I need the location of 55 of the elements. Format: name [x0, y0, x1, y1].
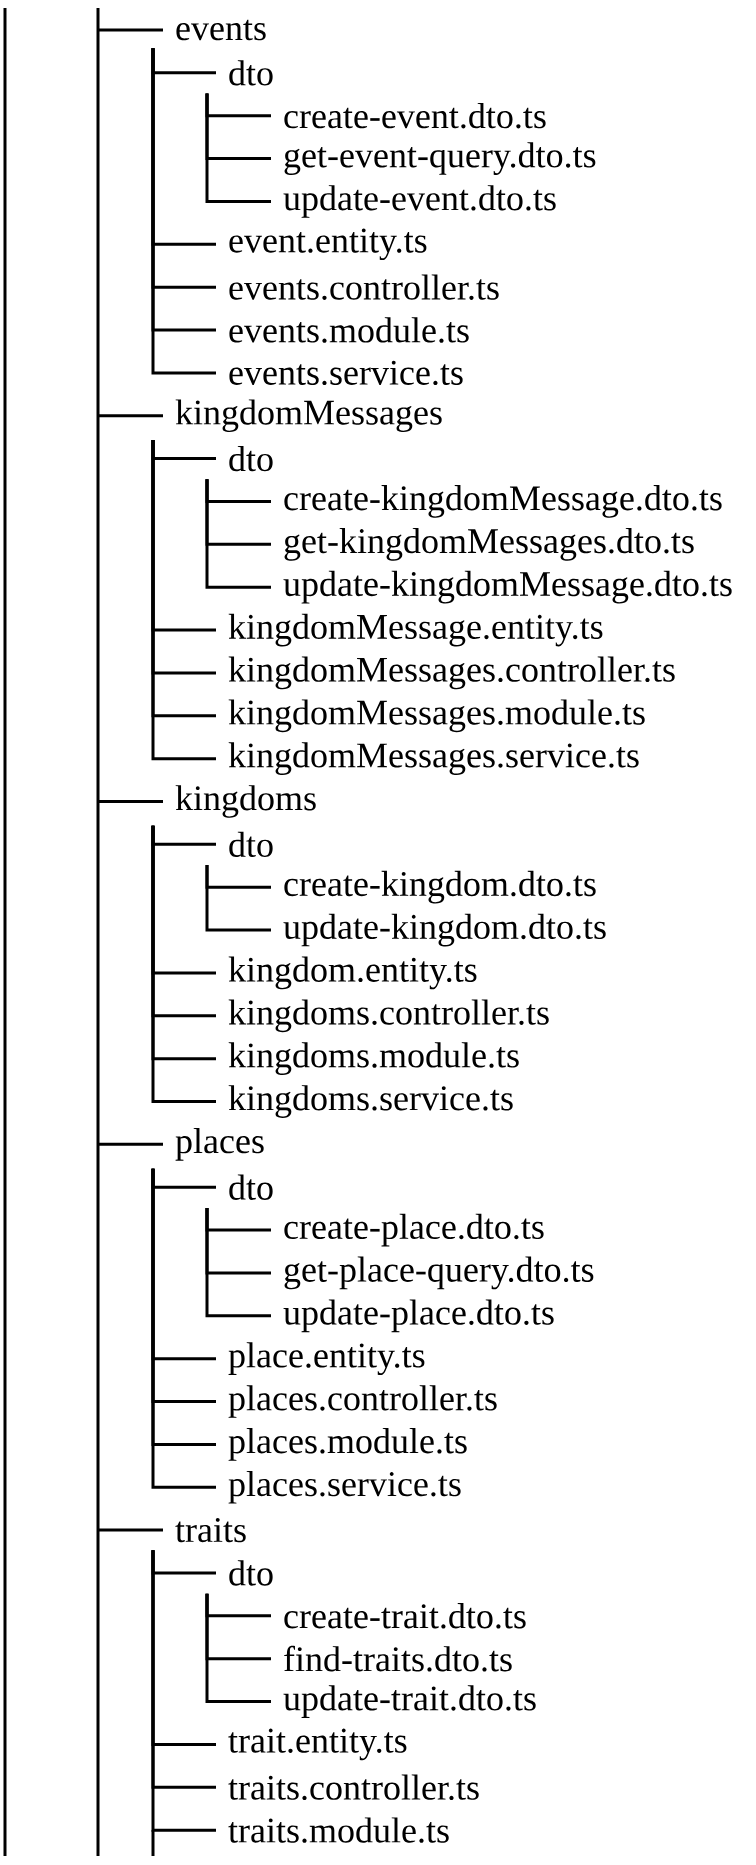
- file-name: kingdoms.module.ts: [228, 1042, 519, 1075]
- file-name: dto: [229, 60, 273, 86]
- file-name: kingdoms.service.ts: [228, 1085, 513, 1118]
- file-name: get-event-query.dto.ts: [284, 142, 596, 175]
- file-name: places: [175, 1128, 264, 1161]
- tree-branch: [205, 1593, 271, 1704]
- file-name: events: [176, 19, 266, 41]
- tree-branch: [205, 1207, 271, 1318]
- file-name: create-kingdom.dto.ts: [284, 870, 596, 904]
- tree-branch: [205, 479, 271, 589]
- tree-branch: [151, 1550, 216, 1832]
- file-name: kingdomMessages.module.ts: [228, 699, 645, 733]
- file-name: create-kingdomMessage.dto.ts: [284, 485, 722, 518]
- file-name: traits.module.ts: [228, 1817, 449, 1843]
- tree-branch: [98, 1528, 163, 1532]
- file-name: places.service.ts: [228, 1470, 461, 1504]
- tree-branch: [98, 800, 163, 803]
- file-name: dto: [229, 445, 273, 472]
- file-name: events.controller.ts: [229, 274, 499, 300]
- file-name: traits: [175, 1518, 246, 1543]
- file-name: find-traits.dto.ts: [284, 1645, 512, 1672]
- file-name: create-place.dto.ts: [284, 1213, 544, 1247]
- file-name: dto: [229, 1174, 273, 1200]
- tree-branch: [98, 28, 163, 32]
- tree-branch: [98, 1142, 163, 1146]
- file-name: places.controller.ts: [228, 1385, 497, 1418]
- file-name: events.module.ts: [229, 317, 469, 343]
- file-name: places.module.ts: [228, 1428, 467, 1461]
- file-name: trait.entity.ts: [228, 1728, 407, 1761]
- file-name: event.entity.ts: [229, 228, 427, 261]
- tree-branch: [205, 93, 271, 203]
- file-name: update-event.dto.ts: [283, 185, 556, 218]
- file-name: dto: [229, 1560, 273, 1586]
- file-name: kingdomMessage.entity.ts: [228, 613, 603, 647]
- file-name: kingdom.entity.ts: [228, 956, 477, 990]
- file-name: update-place.dto.ts: [283, 1299, 554, 1333]
- file-name: place.entity.ts: [228, 1342, 425, 1376]
- file-name: kingdomMessages: [175, 399, 442, 433]
- tree-branch: [98, 414, 163, 418]
- file-name: create-trait.dto.ts: [284, 1603, 526, 1629]
- file-name: create-event.dto.ts: [284, 103, 546, 129]
- tree-branch: [205, 865, 271, 932]
- file-name: update-kingdom.dto.ts: [283, 913, 606, 947]
- file-name: get-place-query.dto.ts: [284, 1256, 594, 1290]
- file-name: kingdoms: [175, 785, 316, 818]
- file-name: kingdomMessages.controller.ts: [228, 656, 675, 690]
- file-name: kingdoms.controller.ts: [228, 999, 549, 1033]
- file-name: dto: [229, 831, 273, 857]
- file-name: get-kingdomMessages.dto.ts: [284, 527, 694, 561]
- file-name: update-kingdomMessage.dto.ts: [283, 570, 732, 604]
- file-name: kingdomMessages.service.ts: [228, 742, 639, 775]
- tree-branch: [151, 825, 216, 1103]
- file-name: update-trait.dto.ts: [283, 1685, 536, 1718]
- file-name: traits.controller.ts: [228, 1774, 479, 1800]
- file-name: events.service.ts: [229, 360, 463, 386]
